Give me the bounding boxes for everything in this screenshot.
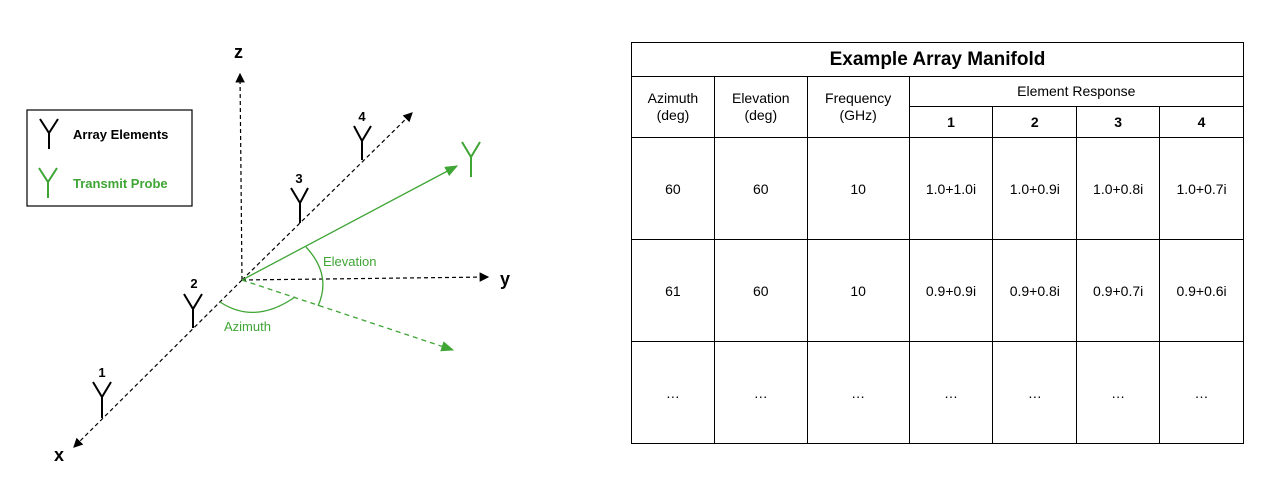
elevation-arc (305, 246, 324, 307)
legend-transmit-probe: Transmit Probe (73, 176, 168, 191)
azimuth-label: Azimuth (224, 319, 271, 334)
array-element-4-icon (353, 125, 372, 160)
table-cell: 60 (713, 239, 808, 342)
array-axis (241, 112, 413, 281)
table-cell: 0.9+0.8i (992, 239, 1078, 342)
table-cell: 0.9+0.6i (1159, 239, 1244, 342)
header-frequency: Frequency(GHz) (806, 76, 910, 138)
z-axis-label: z (234, 42, 243, 62)
azimuth-arc (219, 296, 296, 313)
element-4-label: 4 (358, 109, 366, 124)
z-axis (235, 72, 245, 281)
array-element-3-icon (290, 187, 309, 223)
coordinate-diagram: Array Elements Transmit Probe z y x Elev… (26, 42, 510, 465)
table-cell: … (992, 341, 1078, 444)
header-element-2: 2 (992, 106, 1078, 138)
transmit-probe-antenna-icon (461, 141, 481, 177)
table-cell: 1.0+0.8i (1076, 137, 1161, 240)
table-cell: … (1076, 341, 1161, 444)
header-element-1: 1 (908, 106, 994, 138)
table-cell: 1.0+0.7i (1159, 137, 1244, 240)
header-azimuth: Azimuth(deg) (631, 76, 715, 138)
element-1-label: 1 (98, 365, 105, 380)
table-cell: 0.9+0.9i (908, 239, 994, 342)
array-element-icon (39, 118, 59, 149)
table-cell: … (806, 341, 910, 444)
header-element-3: 3 (1076, 106, 1161, 138)
y-axis (241, 272, 490, 282)
header-element-response: Element Response (908, 76, 1245, 107)
element-3-label: 3 (295, 171, 302, 186)
y-axis-label: y (500, 269, 510, 289)
header-elevation: Elevation(deg) (713, 76, 808, 138)
table-cell: … (631, 341, 715, 444)
x-axis-label: x (54, 445, 64, 465)
table-cell: 0.9+0.7i (1076, 239, 1161, 342)
array-element-1-icon (92, 381, 112, 418)
header-element-4: 4 (1159, 106, 1244, 138)
legend-array-elements: Array Elements (73, 127, 168, 142)
table-cell: 10 (806, 137, 910, 240)
table-cell: 60 (631, 137, 715, 240)
table-cell: … (1159, 341, 1244, 444)
table-cell: 1.0+1.0i (908, 137, 994, 240)
table-cell: … (713, 341, 808, 444)
transmit-probe-icon (38, 167, 58, 198)
table-cell: 61 (631, 239, 715, 342)
table-cell: 1.0+0.9i (992, 137, 1078, 240)
table-row: ………………… (631, 341, 1244, 444)
elevation-label: Elevation (323, 254, 376, 269)
element-2-label: 2 (190, 276, 197, 291)
array-manifold-table: Example Array Manifold Azimuth(deg) Elev… (631, 42, 1245, 444)
probe-direction-vector (241, 165, 459, 281)
array-element-2-icon (183, 293, 203, 328)
table-cell: 10 (806, 239, 910, 342)
probe-projection-vector (241, 279, 455, 352)
table-cell: … (908, 341, 994, 444)
table-title: Example Array Manifold (631, 42, 1244, 77)
x-axis (73, 279, 243, 448)
legend: Array Elements Transmit Probe (26, 109, 193, 207)
table-cell: 60 (713, 137, 808, 240)
